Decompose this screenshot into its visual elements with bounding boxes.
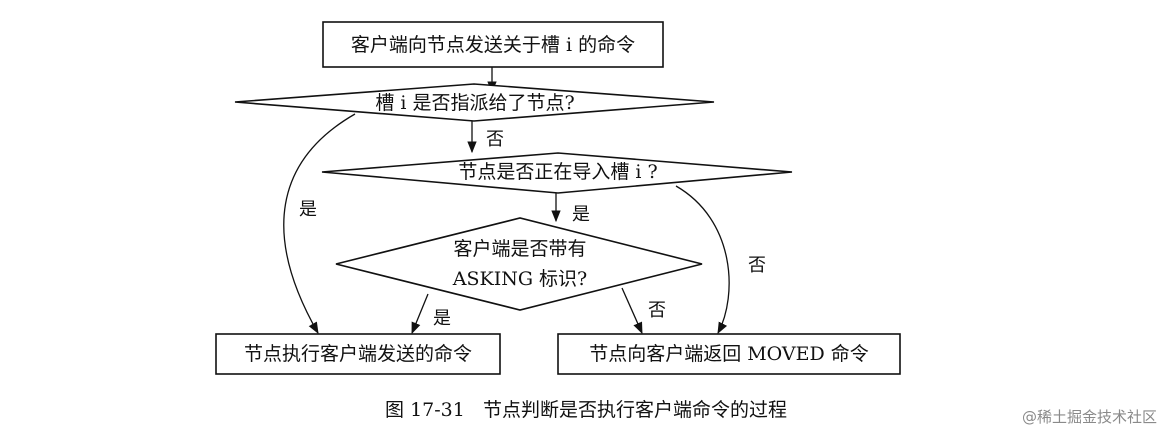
figure-caption: 图 17-31 节点判断是否执行客户端命令的过程 xyxy=(385,399,787,421)
edge-asking-no-to-moved xyxy=(621,287,643,335)
decision-importing-label: 节点是否正在导入槽 i ? xyxy=(458,161,657,183)
result-moved-label: 节点向客户端返回 MOVED 命令 xyxy=(589,343,869,365)
decision-importing xyxy=(321,152,793,194)
decision-slot-assigned-label: 槽 i 是否指派给了节点? xyxy=(375,92,574,114)
start-box-label: 客户端向节点发送关于槽 i 的命令 xyxy=(351,34,635,56)
edge-label-importing-yes: 是 xyxy=(572,204,590,225)
result-execute-box xyxy=(215,333,501,375)
result-execute-label: 节点执行客户端发送的命令 xyxy=(244,343,472,365)
start-box xyxy=(322,21,664,68)
edge-assigned-yes-to-execute xyxy=(283,113,356,335)
decision-slot-assigned xyxy=(234,83,715,122)
watermark-text: @稀土掘金技术社区 xyxy=(1022,408,1157,426)
decision-asking-label-line2: ASKING 标识? xyxy=(452,268,587,290)
edge-importing-no-to-moved xyxy=(675,185,730,335)
result-moved-box xyxy=(557,333,901,375)
edge-label-assigned-yes: 是 xyxy=(299,199,317,220)
decision-asking-label-line1: 客户端是否带有 xyxy=(453,238,586,260)
edge-label-asking-yes: 是 xyxy=(433,308,451,329)
edge-label-importing-no: 否 xyxy=(748,255,766,276)
edge-asking-yes-to-execute xyxy=(411,293,429,335)
edge-label-asking-no: 否 xyxy=(648,300,666,321)
decision-asking xyxy=(335,217,703,311)
edge-label-assigned-no: 否 xyxy=(486,129,504,150)
